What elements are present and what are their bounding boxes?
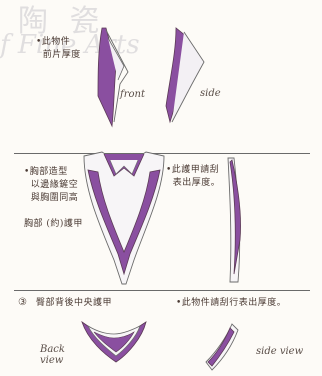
side-view-label: side view (256, 346, 304, 357)
watermark: 陶 瓷 f Fine Arts (0, 0, 322, 66)
divider-1 (14, 153, 310, 154)
top-front-piece (97, 27, 129, 128)
back-view-label: Back view (40, 344, 65, 366)
watermark-top: 陶 瓷 (18, 4, 106, 39)
middle-front-piece (83, 151, 165, 285)
back-view-piece (81, 320, 147, 363)
middle-right-note: •此護甲請刮 表出厚度。 (166, 165, 221, 188)
bottom-right-note: •此物件請刮行表出厚度。 (176, 298, 287, 308)
middle-side-piece (227, 157, 241, 283)
divider-2 (14, 290, 310, 291)
top-side-piece (165, 27, 205, 124)
circled-number: ③ (18, 297, 28, 308)
side-label: side (200, 88, 221, 99)
top-note: •此物件 前片厚度 (36, 37, 81, 60)
bottom-left-note: 臀部背後中央護甲 (36, 298, 113, 308)
front-label: front (120, 89, 145, 100)
side-view-piece (205, 323, 239, 371)
middle-left-note: •胸部造型 以邊緣鏟空 與胸圍同高 胸部 (約)護甲 (24, 167, 83, 229)
